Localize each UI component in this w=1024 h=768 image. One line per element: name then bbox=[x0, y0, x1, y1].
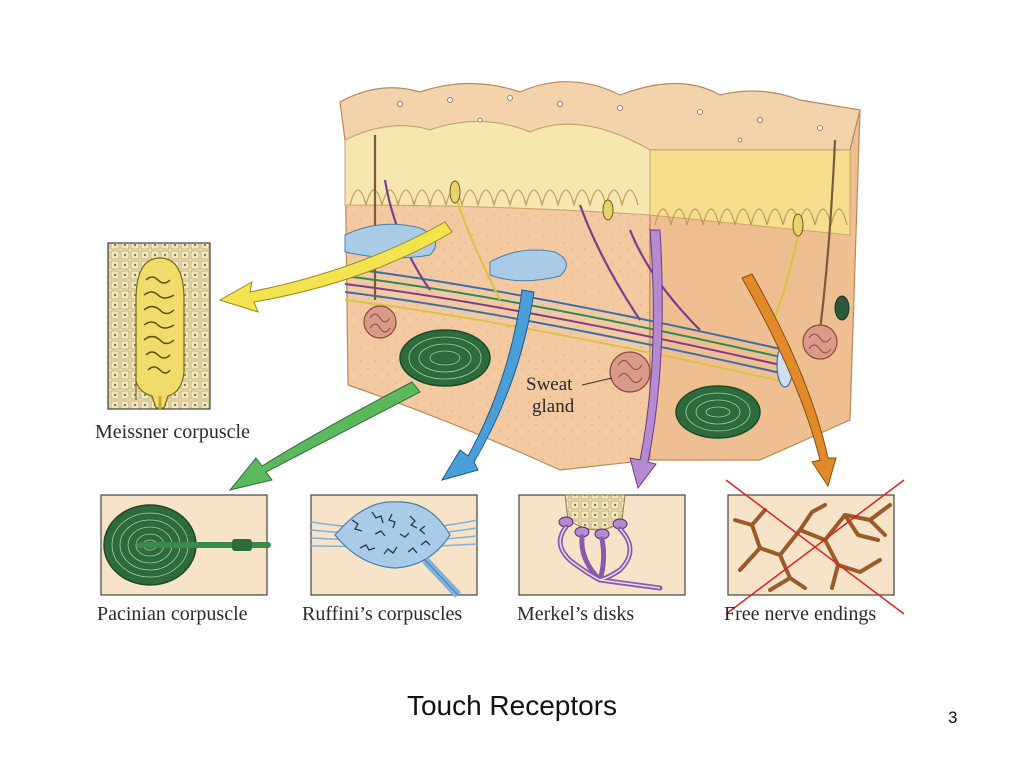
pointer-arrows bbox=[218, 221, 837, 491]
meissner-panel bbox=[107, 242, 211, 410]
sweat-gland-leader bbox=[581, 377, 613, 386]
sweat-gland-coils bbox=[369, 313, 832, 383]
merkel-nerve-core bbox=[559, 526, 661, 589]
arrow-pacinian bbox=[228, 381, 421, 491]
nerve-fibers bbox=[373, 135, 837, 331]
arrow-ruffini bbox=[440, 289, 535, 481]
arrow-meissner bbox=[218, 221, 453, 313]
merkel-cells bbox=[558, 516, 628, 540]
block-pacinian bbox=[399, 329, 761, 439]
ruffini-capsule bbox=[334, 501, 451, 569]
side-nerve-disc bbox=[834, 295, 850, 321]
meissner-coils bbox=[143, 276, 175, 374]
nerve-bundle bbox=[344, 267, 786, 383]
merkel-label: Merkel’s disks bbox=[517, 603, 634, 625]
free-nerve-panel bbox=[727, 494, 895, 596]
pacinian-panel bbox=[100, 494, 271, 596]
free-nerve-frame bbox=[727, 494, 895, 596]
pacinian-nerve-segment bbox=[232, 539, 252, 551]
page-number: 3 bbox=[948, 708, 958, 727]
arrow-merkel bbox=[629, 229, 663, 490]
epidermis-layer bbox=[344, 120, 651, 216]
meissner-label: Meissner corpuscle bbox=[95, 421, 250, 443]
sweat-gland-label-line1: Sweat bbox=[526, 374, 573, 395]
ruffini-nerve-outline bbox=[424, 559, 459, 596]
skin-block bbox=[339, 81, 861, 471]
sweat-gland-label-line2: gland bbox=[532, 396, 575, 417]
dermal-papillae bbox=[349, 189, 639, 208]
ruffini-panel bbox=[310, 494, 478, 598]
merkel-panel bbox=[518, 494, 686, 596]
free-nerve-label: Free nerve endings bbox=[724, 603, 876, 625]
dermal-papillae-side bbox=[654, 208, 848, 226]
slide-title: Touch Receptors bbox=[406, 690, 618, 721]
meissner-capsule bbox=[135, 257, 185, 409]
arrow-free-nerve bbox=[741, 273, 837, 488]
skin-pores bbox=[397, 95, 823, 143]
ruffini-label: Ruffini’s corpuscles bbox=[302, 603, 462, 625]
cross-out-mark bbox=[725, 479, 905, 615]
pacinian-label: Pacinian corpuscle bbox=[97, 603, 248, 625]
ruffini-endings bbox=[351, 511, 431, 555]
papilla-corpuscles bbox=[449, 180, 804, 237]
